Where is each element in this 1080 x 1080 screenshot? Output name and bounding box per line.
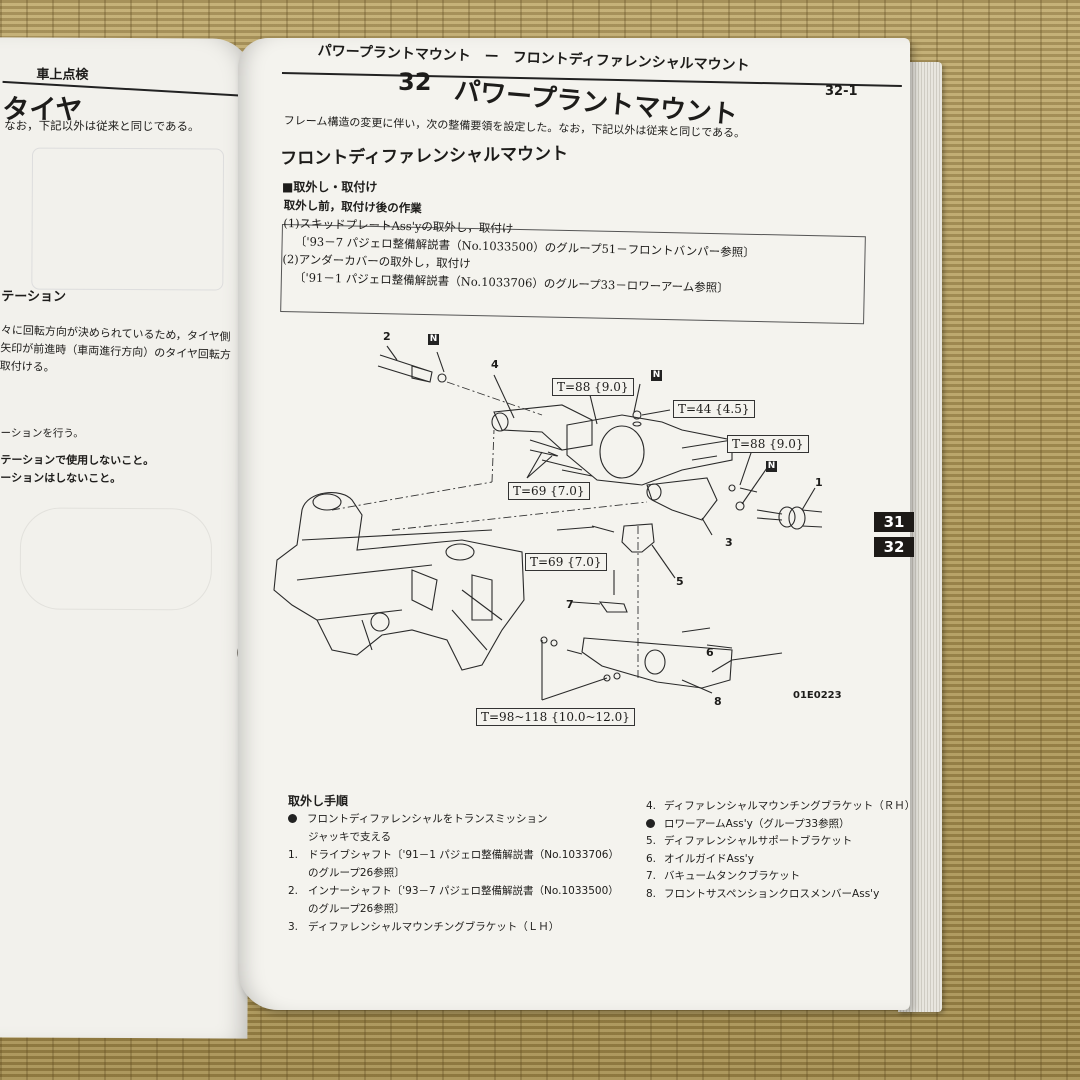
procedure-step: のグループ26参照〕 [308,903,405,915]
n-badge-new-part: N [651,370,662,381]
left-running-head: 車上点検 [36,67,89,83]
torque-spec-box: T=69 {7.0} [508,482,590,500]
left-intro: なお，下記以外は従来と同じである。 [4,118,200,134]
n-badge-new-part: N [766,461,777,472]
procedure-step: 5.ディファレンシャルサポートブラケット [646,835,853,847]
procedure-step: 2.インナーシャフト〔'93－7 パジェロ整備解説書（No.1033500） [288,885,619,897]
left-page: 車上点検 タイヤ なお，下記以外は従来と同じである。 テーション 々に回転方向が… [0,37,255,1039]
left-warnings: テーションで使用しないこと。 ーションはしないこと。 [0,451,154,488]
bullet-icon [288,814,297,823]
exploded-diagram [273,345,823,701]
crossmember-part-8 [540,627,783,689]
crossmember-frame [273,492,525,671]
procedure-heading: 取外し手順 [288,794,349,808]
section-tab-31[interactable]: 31 [874,512,914,532]
torque-spec-box: T=69 {7.0} [525,553,607,571]
warning-line: ーションはしないこと。 [0,471,122,486]
section-tab-32[interactable]: 32 [874,537,914,557]
callout-3: 3 [725,536,733,549]
torque-spec-box: T=44 {4.5} [673,400,755,418]
procedure-step: フロントディファレンシャルをトランスミッション [288,810,619,828]
chapter-number: 32 [398,68,432,96]
n-badge-new-part: N [428,334,439,345]
prework-content: 取外し前，取付け後の作業 (1)スキッドプレートAss'yの取外し，取付け 〔'… [282,196,756,298]
left-body: 々に回転方向が決められているため，タイヤ側 矢印が前進時（車両進行方向）のタイヤ… [0,321,232,382]
callout-1: 1 [815,476,823,489]
procedure-step: ロワーアームAss'y（グループ33参照） [646,816,915,834]
procedure-right-column: 4.ディファレンシャルマウンチングブラケット（ＲＨ） ロワーアームAss'y（グ… [646,798,915,903]
subsection-heading: ■取外し・取付け [282,180,378,194]
callout-8: 8 [714,695,722,708]
figure-id: 01E0223 [793,690,842,701]
callout-4: 4 [491,358,499,371]
procedure-step: 7.バキュームタンクブラケット [646,870,801,882]
torque-spec-box: T=88 {9.0} [727,435,809,453]
torque-spec-box: T=98~118 {10.0~12.0} [476,708,635,726]
procedure-step: のグループ26参照〕 [308,867,405,879]
left-note: ーションを行う。 [0,427,84,440]
procedure-left-column: フロントディファレンシャルをトランスミッション ジャッキで支える 1.ドライブシ… [288,810,619,936]
section-title: フロントディファレンシャルマウント [280,143,569,169]
callout-5: 5 [676,575,684,588]
faded-tire-illustration [31,147,225,291]
callout-7: 7 [566,598,574,611]
bullet-icon [646,818,655,828]
procedure-step: 8.フロントサスペンションクロスメンバーAss'y [646,887,880,900]
procedure-step: ジャッキで支える [308,831,392,843]
page-number: 32-1 [825,84,858,99]
right-page [238,38,910,1010]
procedure-step: 3.ディファレンシャルマウンチングブラケット（ＬＨ） [288,921,560,933]
procedure-step: 1.ドライブシャフト〔'91－1 パジェロ整備解説書（No.1033706） [288,849,619,861]
callout-6: 6 [706,646,714,659]
warning-line: テーションで使用しないこと。 [0,453,155,468]
callout-2: 2 [383,330,391,343]
torque-spec-box: T=88 {9.0} [552,378,634,396]
left-subsection: テーション [1,289,67,305]
procedure-step: 6.オイルガイドAss'y [646,852,754,865]
procedure-step: 4.ディファレンシャルマウンチングブラケット（ＲＨ） [646,800,916,812]
inner-shaft-part [377,354,447,383]
faded-illustration [19,507,213,611]
